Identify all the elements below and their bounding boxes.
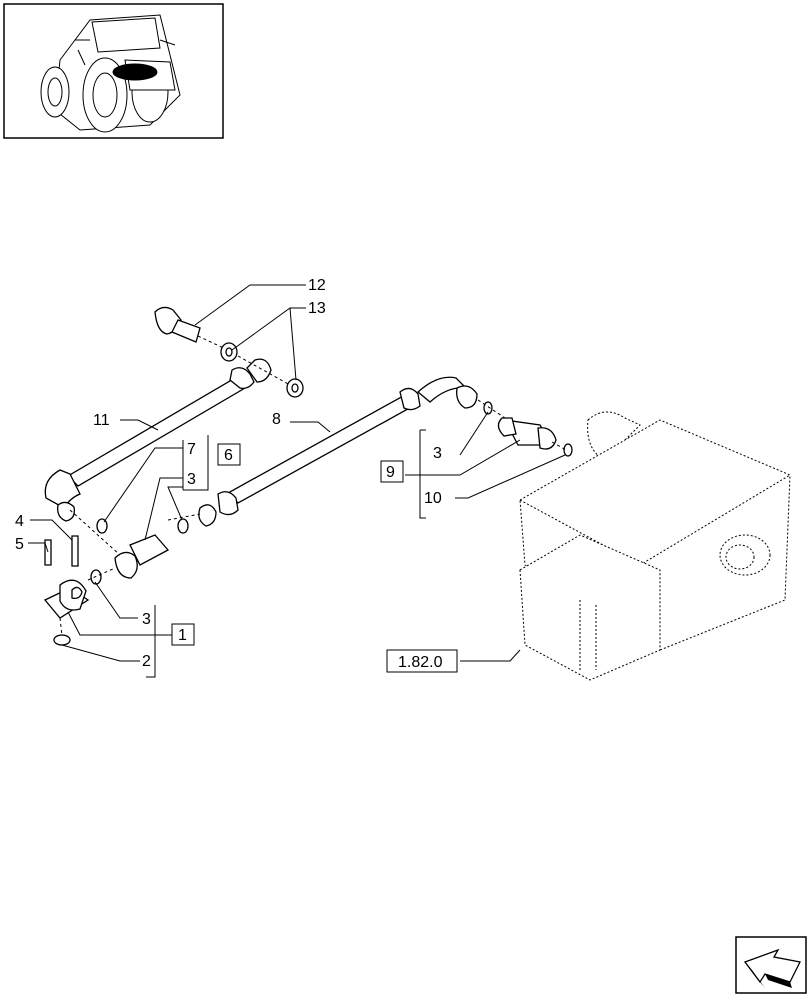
pipe-11 — [44, 358, 272, 522]
washers-and-seals — [44, 342, 573, 646]
tractor-icon — [40, 14, 181, 133]
assembly-lines — [59, 355, 567, 637]
callout-3-lower: 3 — [142, 611, 151, 628]
callout-12: 12 — [308, 277, 326, 294]
pipe-8 — [198, 376, 478, 527]
fitting-6 — [114, 534, 170, 579]
leader-lines — [28, 284, 566, 678]
callout-13: 13 — [308, 300, 326, 317]
callout-3-right: 3 — [433, 445, 442, 462]
callout-3-middle: 3 — [187, 471, 196, 488]
callout-box-6 — [217, 443, 241, 466]
reference-label[interactable]: 1.82.0 — [398, 654, 443, 671]
flange-1 — [43, 579, 90, 619]
next-page-arrow-icon[interactable] — [735, 936, 807, 994]
callout-2: 2 — [142, 653, 151, 670]
tractor-thumbnail[interactable] — [3, 3, 224, 139]
callout-box-1 — [171, 623, 195, 646]
bolt-12 — [154, 306, 233, 353]
callout-10: 10 — [424, 490, 442, 507]
callout-6: 6 — [224, 447, 233, 464]
callout-8: 8 — [272, 411, 281, 428]
callout-5: 5 — [15, 536, 24, 553]
tank-outline — [519, 411, 791, 681]
callout-11: 11 — [93, 412, 110, 429]
callout-7: 7 — [187, 441, 196, 458]
callout-box-9 — [380, 460, 404, 483]
reference-box[interactable] — [386, 649, 458, 673]
callout-9: 9 — [386, 464, 395, 481]
fitting-9 — [497, 417, 557, 450]
callout-1: 1 — [178, 627, 187, 644]
callout-4: 4 — [15, 513, 24, 530]
